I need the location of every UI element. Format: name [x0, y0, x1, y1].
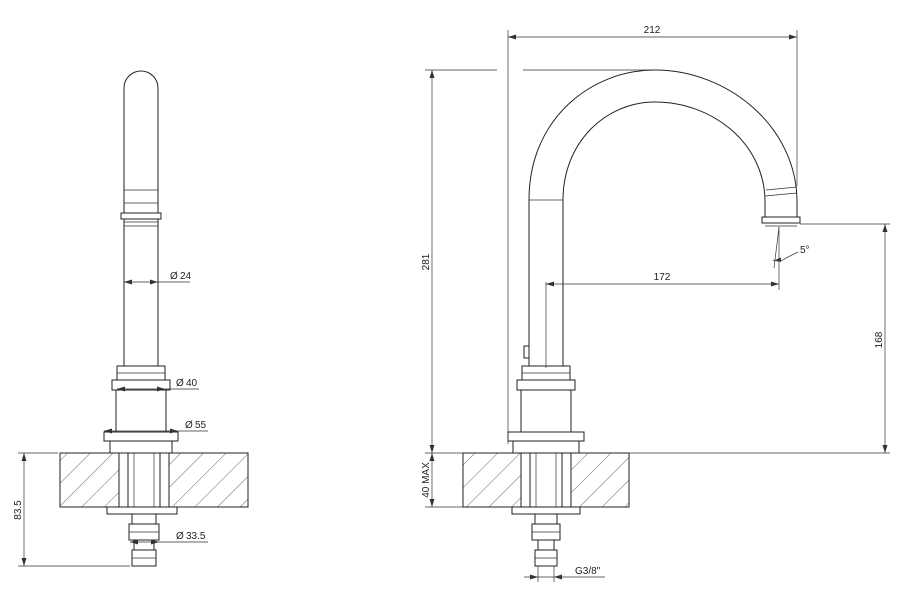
side-base-flange [103, 431, 179, 442]
side-nut [131, 513, 157, 525]
side-body [115, 389, 167, 433]
dim-side-d33-5-symbol: Ø [176, 531, 184, 542]
dim-side-d24-symbol: Ø [170, 271, 178, 282]
side-lock-plate [106, 506, 178, 515]
side-view: Ø 24 Ø 40 Ø 55 Ø 33.5 83.5 [13, 70, 249, 567]
dim-side-d40-symbol: Ø [176, 378, 184, 389]
dim-front-thread: G3/8" [575, 566, 601, 577]
dim-side-d55-symbol: Ø [185, 420, 193, 431]
front-view: 212 281 40 MAX 172 168 5° [421, 25, 890, 582]
side-base-plate [109, 440, 173, 454]
front-body [520, 389, 572, 433]
front-spout [528, 69, 798, 367]
dim-side-d24-value: 24 [180, 271, 192, 282]
dim-side-d33-5-value: 33.5 [186, 531, 206, 542]
dim-front-40-max: 40 MAX [421, 462, 432, 498]
dim-side-d40-value: 40 [186, 378, 198, 389]
side-slab-bore [119, 453, 169, 507]
front-slab-bore [521, 453, 571, 507]
front-lever-nub [523, 345, 530, 359]
dim-front-w212: 212 [644, 25, 661, 36]
dim-front-h281: 281 [421, 253, 432, 270]
dim-side-d55-value: 55 [195, 420, 207, 431]
dim-front-r172: 172 [654, 272, 671, 283]
dim-side-h83-5: 83.5 [13, 500, 24, 520]
front-aerator [761, 216, 801, 224]
dim-front-h168: 168 [874, 331, 885, 348]
dim-front-angle: 5° [800, 245, 810, 256]
front-lock-plate [511, 506, 581, 515]
side-aerator-ring [120, 212, 162, 220]
